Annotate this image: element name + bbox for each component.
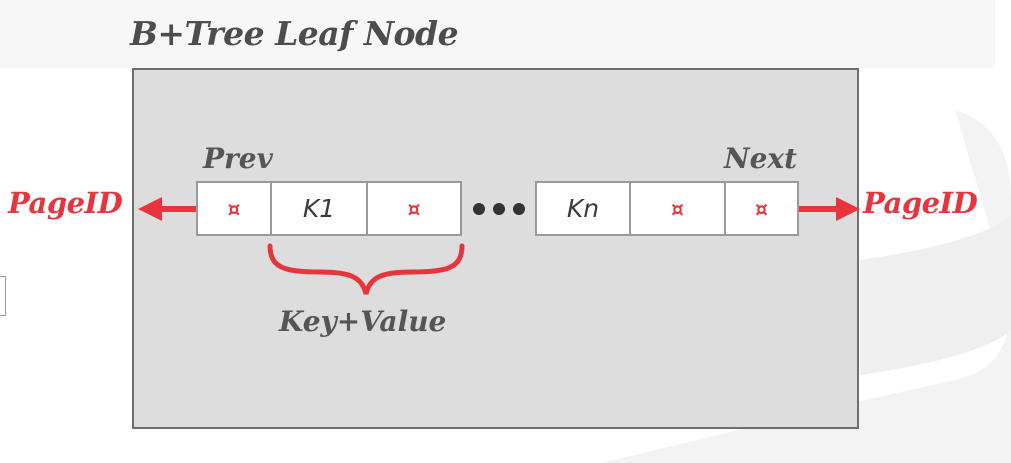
ellipsis-icon [473,203,525,215]
key-k1-text: K1 [302,194,336,223]
key-cell-k1: K1 [270,181,368,236]
next-label: Next [724,142,798,175]
partial-box-fragment [0,276,6,316]
leaf-node-box [132,68,859,429]
value-pointer-cell-1: ¤ [366,181,462,236]
diagram-title: B+Tree Leaf Node [130,14,459,53]
value-pointer-icon: ¤ [671,196,684,221]
header-band [0,0,995,68]
key-value-brace-icon [267,243,465,295]
key-kn-text: Kn [566,194,600,223]
key-value-label: Key+Value [279,305,447,338]
value-pointer-icon: ¤ [407,196,421,221]
right-arrow-icon [799,197,860,221]
next-pointer-cell: ¤ [724,181,799,236]
value-pointer-cell-n: ¤ [629,181,726,236]
prev-label: Prev [203,142,273,175]
right-pageid-label: PageID [863,186,978,220]
left-pageid-label: PageID [8,186,123,220]
next-pointer-icon: ¤ [755,196,768,221]
left-arrow-icon [138,197,196,221]
prev-pointer-icon: ¤ [227,196,241,221]
